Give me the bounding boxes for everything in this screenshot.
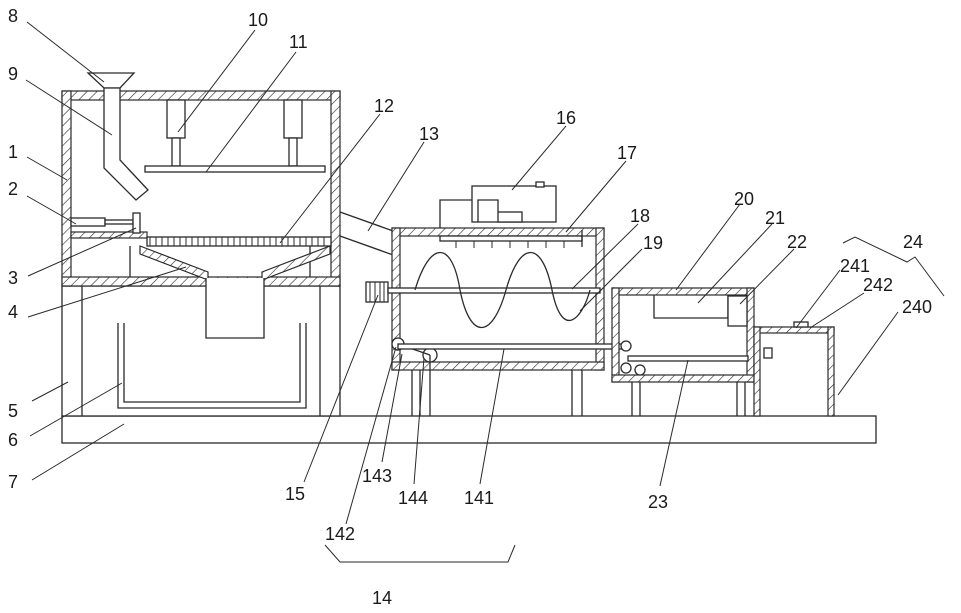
label-2: 2: [8, 179, 18, 199]
motor: [366, 282, 388, 302]
press-plate: [145, 166, 325, 172]
label-5: 5: [8, 401, 18, 421]
belt-conveyor: [392, 338, 631, 416]
label-4: 4: [8, 302, 18, 322]
label-11: 11: [289, 32, 308, 52]
discharge-chute: [340, 212, 396, 256]
label-13: 13: [419, 124, 439, 144]
label-10: 10: [248, 10, 268, 30]
label-19: 19: [643, 233, 663, 253]
label-7: 7: [8, 472, 18, 492]
label-15: 15: [285, 484, 305, 504]
screw-housing: [392, 228, 604, 416]
drying-box: [612, 288, 754, 416]
label-20: 20: [734, 189, 754, 209]
label-16: 16: [556, 108, 576, 128]
label-240: 240: [902, 297, 932, 317]
label-6: 6: [8, 430, 18, 450]
label-242: 242: [863, 275, 893, 295]
side-unit: [754, 322, 834, 416]
label-12: 12: [374, 96, 394, 116]
pusher-assembly: [71, 213, 140, 233]
label-241: 241: [840, 256, 870, 276]
label-23: 23: [648, 492, 668, 512]
press-cylinders: [145, 100, 325, 172]
base-plate: [62, 416, 876, 443]
water-tank: [440, 182, 556, 228]
label-9: 9: [8, 64, 18, 84]
support-frame: [62, 286, 340, 416]
label-8: 8: [8, 6, 18, 26]
label-3: 3: [8, 268, 18, 288]
bracket-14: [325, 545, 515, 562]
label-143: 143: [362, 466, 392, 486]
label-22: 22: [787, 232, 807, 252]
label-24: 24: [903, 232, 923, 252]
label-21: 21: [765, 208, 785, 228]
label-18: 18: [630, 206, 650, 226]
label-14: 14: [372, 588, 392, 608]
screw-conveyor: [388, 253, 600, 328]
label-142: 142: [325, 524, 355, 544]
label-144: 144: [398, 488, 428, 508]
label-1: 1: [8, 142, 18, 162]
label-141: 141: [464, 488, 494, 508]
screen-mesh: [147, 237, 331, 246]
label-17: 17: [617, 143, 637, 163]
